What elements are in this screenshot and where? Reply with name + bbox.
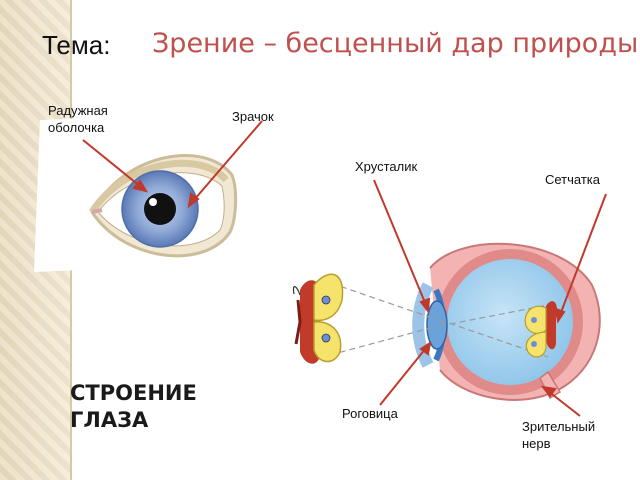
section-heading-line1: СТРОЕНИЕ [70,381,197,405]
label-nerve-line1: Зрительный [522,419,596,434]
label-iris-line2: оболочка [48,120,105,135]
butterfly-retina-image [524,301,558,358]
pupil [144,193,176,225]
page-title: Зрение – бесценный дар природы [152,28,639,59]
butterfly-icon [292,273,344,364]
label-iris-line1: Радужная [48,103,108,118]
eye-icon [89,154,238,258]
label-retina: Сетчатка [545,172,601,187]
label-cornea: Роговица [342,406,398,421]
label-lens: Хрусталик [355,159,418,174]
pointer-arrows [82,120,607,417]
section-heading-line2: ГЛАЗА [70,408,149,432]
section-heading: СТРОЕНИЕ ГЛАЗА [70,380,197,434]
label-optic-nerve: Зрительный нерв [522,418,595,452]
label-iris: Радужная оболочка [48,102,108,136]
label-pupil: Зрачок [232,109,274,124]
lens-shape [426,300,448,350]
label-nerve-line2: нерв [522,436,551,451]
title-prefix: Тема: [42,30,111,60]
